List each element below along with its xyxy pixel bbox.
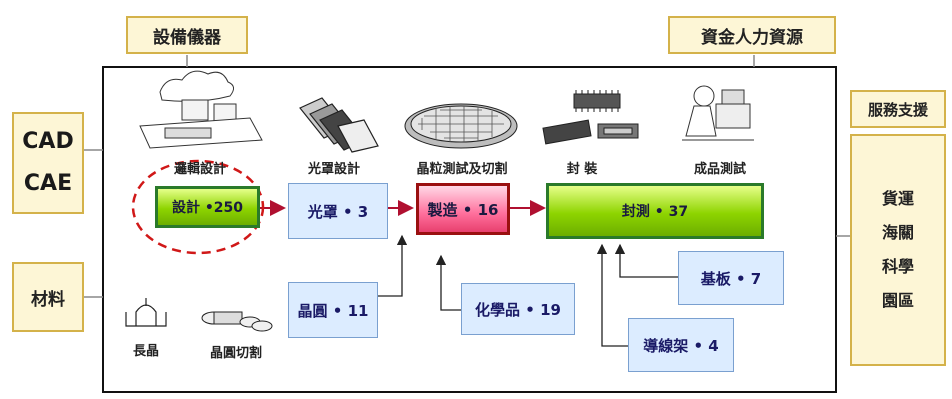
cad-label: CAD [22, 129, 74, 154]
service-item-freight: 貨運 [881, 189, 914, 208]
wafer-box: 晶圓 • 11 [288, 282, 378, 338]
design-box: 設計 •250 [155, 186, 260, 228]
service-support-header: 服務支援 [850, 90, 946, 128]
arrow-leadframe-supply [596, 243, 628, 347]
design-box-label: 設計 •250 [171, 200, 244, 216]
logic-design-illustration [139, 70, 263, 149]
capital-box: 資金人力資源 [668, 16, 836, 54]
chemicals-box: 化學品 • 19 [461, 283, 575, 335]
arrow-substrate-supply [614, 243, 678, 278]
wafer-illustration [404, 103, 518, 149]
materials-label: 材料 [31, 289, 65, 310]
materials-box: 材料 [12, 262, 84, 332]
mask-box-label: 光罩 • 3 [307, 202, 369, 221]
arrow-chemicals-supply [435, 254, 461, 311]
package-test-box: 封測 • 37 [546, 183, 764, 239]
service-support-list: 貨運 海關 科學 園區 [850, 134, 946, 366]
leadframe-box-label: 導線架 • 4 [643, 336, 719, 355]
service-support-title: 服務支援 [867, 100, 928, 119]
chip-package-illustration [542, 90, 639, 145]
main-frame [102, 66, 837, 393]
packaging-label: 封 裝 [566, 162, 598, 177]
service-item-park: 園區 [881, 291, 914, 310]
mask-design-illustration [299, 97, 379, 153]
mask-design-label: 光罩設計 [307, 162, 360, 177]
equipment-label: 設備儀器 [153, 27, 221, 48]
substrate-box-label: 基板 • 7 [700, 269, 762, 288]
arrow-wafer-supply [378, 234, 408, 297]
mask-box: 光罩 • 3 [288, 183, 388, 239]
crystal-growth-label: 長晶 [132, 344, 159, 359]
cad-cae-box: CAD CAE [12, 112, 84, 214]
service-item-science: 科學 [881, 257, 914, 276]
final-test-label: 成品測試 [693, 162, 746, 177]
package-test-box-label: 封測 • 37 [621, 204, 689, 220]
leadframe-box: 導線架 • 4 [628, 318, 734, 372]
wafer-box-label: 晶圓 • 11 [297, 301, 369, 320]
service-item-customs: 海關 [881, 223, 914, 242]
highlight-ellipse [131, 159, 265, 255]
wafer-slicing-illustration [201, 311, 273, 332]
wafer-test-cut-label: 晶粒測試及切割 [416, 162, 508, 177]
crystal-growth-illustration [125, 298, 167, 327]
substrate-box: 基板 • 7 [678, 251, 784, 305]
cae-label: CAE [23, 171, 73, 196]
equipment-box: 設備儀器 [126, 16, 248, 54]
final-test-illustration [682, 85, 754, 141]
wafer-slicing-label: 晶圓切割 [209, 346, 262, 361]
manufacturing-box: 製造 • 16 [416, 183, 510, 235]
logic-design-label: 邏輯設計 [173, 162, 226, 177]
manufacturing-box-label: 製造 • 16 [427, 200, 499, 219]
chemicals-box-label: 化學品 • 19 [475, 300, 561, 319]
capital-label: 資金人力資源 [701, 27, 803, 48]
